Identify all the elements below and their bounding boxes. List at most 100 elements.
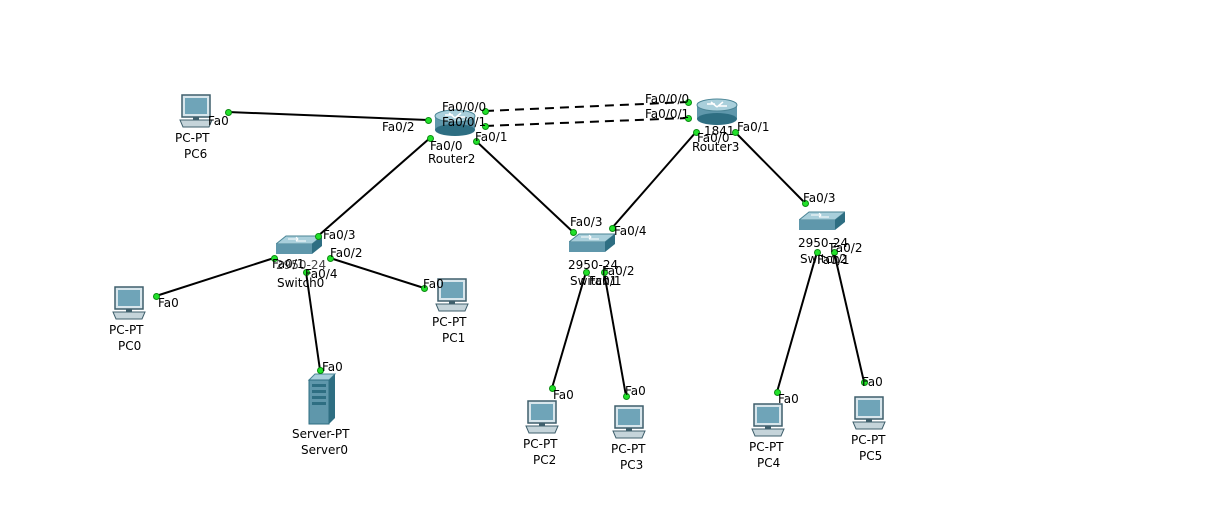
router3-model-partial: 1841 bbox=[704, 124, 735, 138]
pc3-type: PC-PT bbox=[611, 442, 646, 456]
port-status-dot bbox=[327, 255, 334, 262]
router3-device[interactable] bbox=[695, 95, 739, 127]
port-label: Fa0/2 bbox=[330, 246, 363, 260]
port-label: Fa0/0 bbox=[697, 131, 730, 145]
port-label: Fa0/1 bbox=[737, 120, 770, 134]
pc-icon bbox=[612, 405, 646, 439]
port-label: Fa0/1 bbox=[272, 257, 305, 271]
switch1-device[interactable] bbox=[569, 232, 615, 254]
pc-icon bbox=[112, 286, 146, 320]
port-label: Fa0/2 bbox=[830, 241, 863, 255]
pc0-type: PC-PT bbox=[109, 323, 144, 337]
port-status-dot bbox=[570, 229, 577, 236]
link-router3-switch2[interactable] bbox=[734, 131, 806, 204]
port-label: Fa0/3 bbox=[570, 215, 603, 229]
pc2-device[interactable] bbox=[524, 400, 560, 434]
pc6-type: PC-PT bbox=[175, 131, 210, 145]
server0-type: Server-PT bbox=[292, 427, 350, 441]
router3-name: Router3 bbox=[692, 140, 740, 154]
router-icon bbox=[696, 98, 738, 125]
link-router2-switch0[interactable] bbox=[317, 137, 431, 237]
port-label: Fa0/4 bbox=[614, 224, 647, 238]
link-switch0-pc0[interactable] bbox=[155, 257, 275, 297]
serial-link-r2-r3-0[interactable] bbox=[484, 101, 689, 112]
pc1-name: PC1 bbox=[442, 331, 466, 345]
pc6-device[interactable] bbox=[178, 94, 214, 128]
port-label: Fa0/1 bbox=[475, 130, 508, 144]
port-label: Fa0/1 bbox=[589, 274, 622, 288]
link-switch1-pc3[interactable] bbox=[603, 271, 627, 397]
server-icon bbox=[307, 373, 337, 425]
link-switch1-pc2[interactable] bbox=[551, 271, 587, 389]
router2-name: Router2 bbox=[428, 152, 476, 166]
port-label: Fa0 bbox=[625, 384, 646, 398]
switch2-model: 2950-24 bbox=[798, 236, 849, 250]
pc6-name: PC6 bbox=[184, 147, 208, 161]
port-label: Fa0/0/0 bbox=[442, 100, 487, 114]
port-status-dot bbox=[482, 123, 489, 130]
port-status-dot bbox=[153, 293, 160, 300]
pc5-name: PC5 bbox=[859, 449, 883, 463]
port-label: Fa0/3 bbox=[803, 191, 836, 205]
pc1-device[interactable] bbox=[434, 278, 470, 312]
link-switch2-pc4[interactable] bbox=[776, 251, 818, 393]
port-status-dot bbox=[425, 117, 432, 124]
pc2-type: PC-PT bbox=[523, 437, 558, 451]
port-label: Fa0 bbox=[778, 392, 799, 406]
pc-icon bbox=[435, 278, 469, 312]
link-switch0-pc1[interactable] bbox=[329, 257, 425, 289]
port-status-dot bbox=[271, 255, 278, 262]
serial-link-r2-r3-1[interactable] bbox=[484, 117, 689, 127]
pc-icon bbox=[179, 94, 213, 128]
switch1-name: Switch1 bbox=[570, 274, 618, 288]
port-status-dot bbox=[482, 108, 489, 115]
pc-icon bbox=[525, 400, 559, 434]
port-status-dot bbox=[421, 285, 428, 292]
pc5-device[interactable] bbox=[851, 396, 887, 430]
switch2-device[interactable] bbox=[799, 210, 845, 232]
link-pc6-router2[interactable] bbox=[227, 111, 429, 121]
port-status-dot bbox=[427, 135, 434, 142]
port-label: Fa0 bbox=[553, 388, 574, 402]
pc4-device[interactable] bbox=[750, 403, 786, 437]
pc2-name: PC2 bbox=[533, 453, 557, 467]
pc3-name: PC3 bbox=[620, 458, 644, 472]
port-status-dot bbox=[315, 233, 322, 240]
port-status-dot bbox=[693, 129, 700, 136]
router-icon bbox=[434, 109, 476, 136]
port-status-dot bbox=[861, 379, 868, 386]
port-label: Fa0/0/1 bbox=[645, 107, 690, 121]
router2-device[interactable] bbox=[433, 106, 477, 138]
pc0-name: PC0 bbox=[118, 339, 142, 353]
switch-icon bbox=[799, 211, 845, 230]
pc4-name: PC4 bbox=[757, 456, 781, 470]
port-label: Fa0/1 bbox=[817, 253, 850, 267]
link-router2-switch1[interactable] bbox=[475, 140, 574, 233]
pc3-device[interactable] bbox=[611, 405, 647, 439]
pc-icon bbox=[751, 403, 785, 437]
switch0-model-partial: 2950-24 bbox=[276, 258, 327, 272]
port-label: Fa0 bbox=[322, 360, 343, 374]
port-status-dot bbox=[685, 99, 692, 106]
port-label: Fa0 bbox=[208, 114, 229, 128]
switch-icon bbox=[569, 233, 615, 252]
port-status-dot bbox=[303, 269, 310, 276]
port-status-dot bbox=[225, 109, 232, 116]
port-label: Fa0/3 bbox=[323, 228, 356, 242]
link-switch0-server0[interactable] bbox=[305, 271, 321, 371]
port-status-dot bbox=[831, 249, 838, 256]
pc0-device[interactable] bbox=[111, 286, 147, 320]
port-status-dot bbox=[732, 129, 739, 136]
pc1-type: PC-PT bbox=[432, 315, 467, 329]
port-label: Fa0 bbox=[862, 375, 883, 389]
port-status-dot bbox=[601, 269, 608, 276]
port-status-dot bbox=[814, 249, 821, 256]
server0-device[interactable] bbox=[307, 372, 337, 426]
switch0-device[interactable] bbox=[276, 234, 322, 256]
switch1-model: 2950-24 bbox=[568, 258, 619, 272]
pc-icon bbox=[852, 396, 886, 430]
link-switch2-pc5[interactable] bbox=[833, 251, 865, 383]
link-router3-switch1[interactable] bbox=[611, 131, 697, 229]
